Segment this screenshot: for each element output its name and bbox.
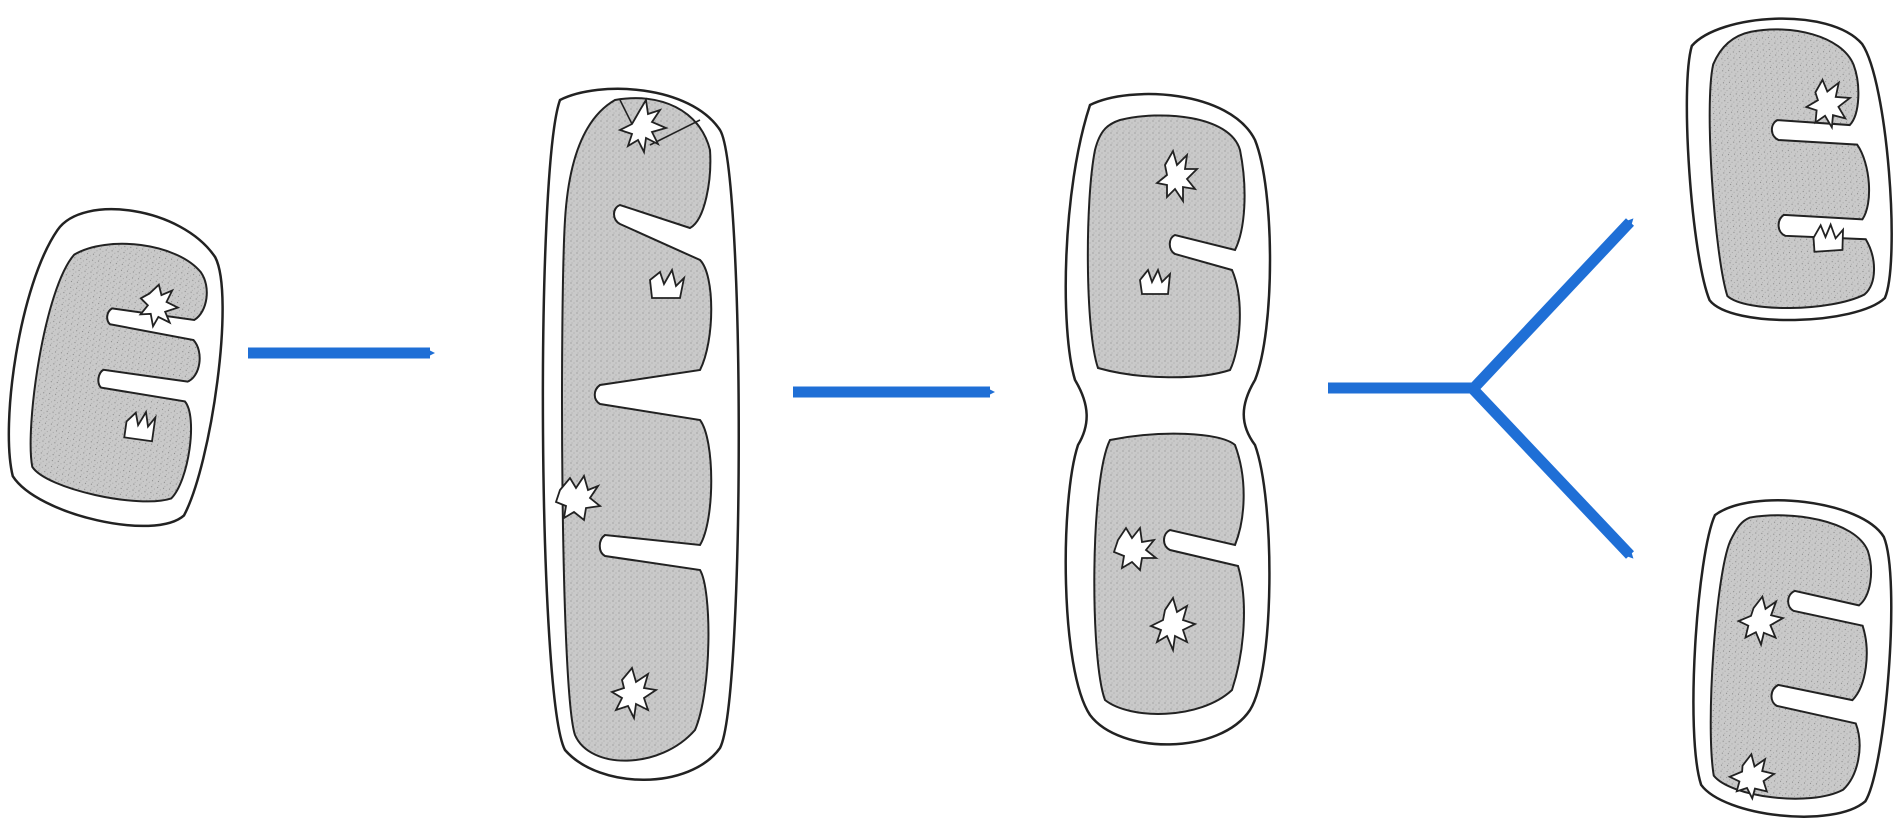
inner-membrane-matrix	[1094, 434, 1244, 714]
arrow-branch	[1328, 222, 1630, 555]
inner-membrane-matrix	[562, 98, 711, 761]
daughter-mitochondrion-bottom	[1684, 495, 1897, 823]
inner-membrane-matrix	[1088, 115, 1245, 377]
mitochondrion-constricting	[1066, 94, 1270, 744]
arrow-to-top	[1472, 222, 1630, 390]
daughter-mitochondrion-top	[1679, 11, 1897, 327]
mitochondrion-elongated	[543, 89, 739, 780]
inner-membrane-matrix	[1702, 23, 1877, 313]
mitochondrion-initial	[0, 198, 239, 535]
arrow-to-bottom	[1472, 388, 1630, 555]
inner-membrane-matrix	[1704, 511, 1877, 803]
